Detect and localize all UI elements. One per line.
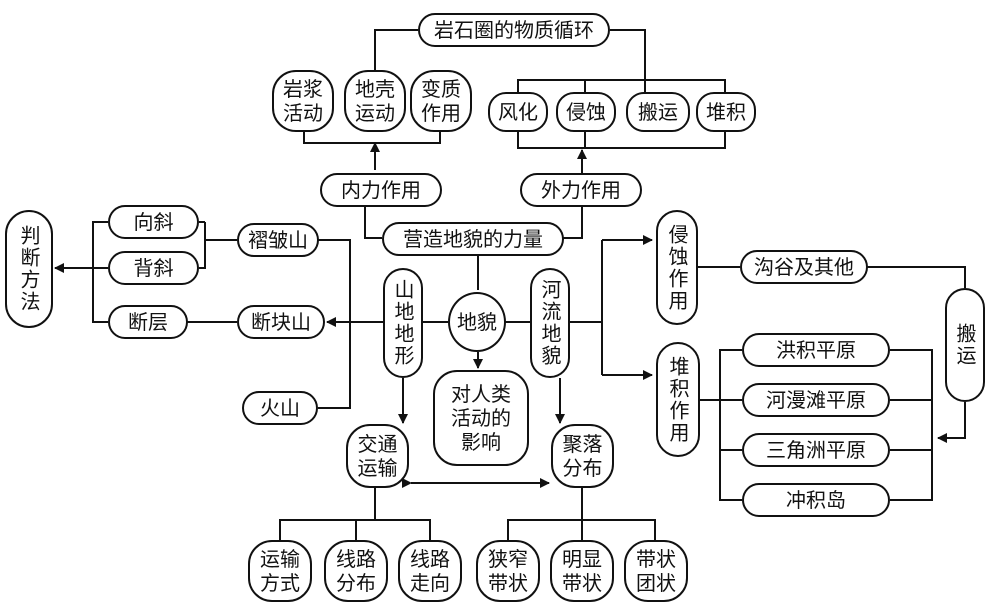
- node-strip-cluster: 带状 团状: [624, 540, 688, 602]
- node-delta-plain: 三角洲平原: [742, 433, 890, 467]
- connector-shaping-internal: [364, 205, 382, 239]
- connector-rockcycle-external: [610, 29, 646, 92]
- node-anticline: 背斜: [108, 251, 199, 285]
- node-transport: 搬运: [626, 92, 690, 132]
- node-judge-method: 判断方法: [5, 210, 53, 328]
- connector-internal-bracket: [303, 132, 441, 144]
- node-deposition: 堆积: [696, 92, 756, 132]
- node-alluvial-plain: 洪积平原: [742, 333, 890, 367]
- node-alluvial-island: 冲积岛: [742, 483, 890, 517]
- node-traffic-transport: 交通 运输: [346, 424, 409, 488]
- node-transport-mode: 运输 方式: [248, 540, 312, 602]
- connector-right-bracket: [890, 349, 933, 501]
- node-obvious-strip: 明显 带状: [550, 540, 614, 602]
- node-route-direction: 线路 走向: [398, 540, 462, 602]
- connector-mountain-volcano: [318, 322, 351, 409]
- node-external-force: 外力作用: [520, 173, 642, 207]
- node-syncline: 向斜: [108, 205, 199, 239]
- node-magma-activity: 岩浆 活动: [272, 70, 334, 132]
- connector-gully-carry: [866, 266, 966, 288]
- connector-deposition-left-bracket: [719, 349, 742, 501]
- node-volcano: 火山: [242, 391, 318, 425]
- node-route-distribution: 线路 分布: [324, 540, 388, 602]
- connector-external-bottom: [517, 132, 726, 149]
- node-river-landform: 河流地貌: [530, 268, 570, 378]
- node-erosion: 侵蚀: [556, 92, 616, 132]
- node-floodplain: 河漫滩平原: [742, 383, 890, 417]
- node-landform: 地貌: [448, 292, 506, 352]
- node-weathering: 风化: [488, 92, 548, 132]
- node-mountain-landform: 山地地形: [383, 268, 423, 378]
- connector-mountain-fold: [318, 239, 383, 323]
- node-shaping-force: 营造地貌的力量: [382, 222, 564, 256]
- connector-shaping-external: [562, 205, 583, 239]
- node-internal-force: 内力作用: [320, 173, 442, 207]
- node-erosion-action: 侵蚀作用: [656, 210, 698, 325]
- node-fault: 断层: [108, 305, 188, 339]
- arrow-carry-to-delta: [937, 402, 966, 443]
- node-deposition-action: 堆积作用: [656, 342, 700, 457]
- connector-fold-anticline: [199, 240, 206, 269]
- node-settlement-distribution: 聚落 分布: [551, 424, 614, 488]
- node-fold-mountain: 褶皱山: [237, 223, 319, 257]
- node-block-mountain: 断块山: [237, 305, 325, 339]
- connector-judge-bracket: [92, 221, 108, 323]
- node-human-impact: 对人类 活动的 影响: [433, 370, 529, 466]
- node-narrow-strip: 狭窄 带状: [476, 540, 540, 602]
- node-crust-movement: 地壳 运动: [344, 70, 406, 132]
- node-rock-cycle: 岩石圈的物质循环: [418, 13, 610, 47]
- node-gully: 沟谷及其他: [740, 250, 868, 284]
- node-carry: 搬运: [945, 288, 985, 402]
- node-metamorphism: 变质 作用: [410, 70, 472, 132]
- connector-fold-syncline-anticline: [204, 222, 237, 241]
- connector-rockcycle-internal: [374, 29, 418, 70]
- connector-external-top: [517, 79, 726, 92]
